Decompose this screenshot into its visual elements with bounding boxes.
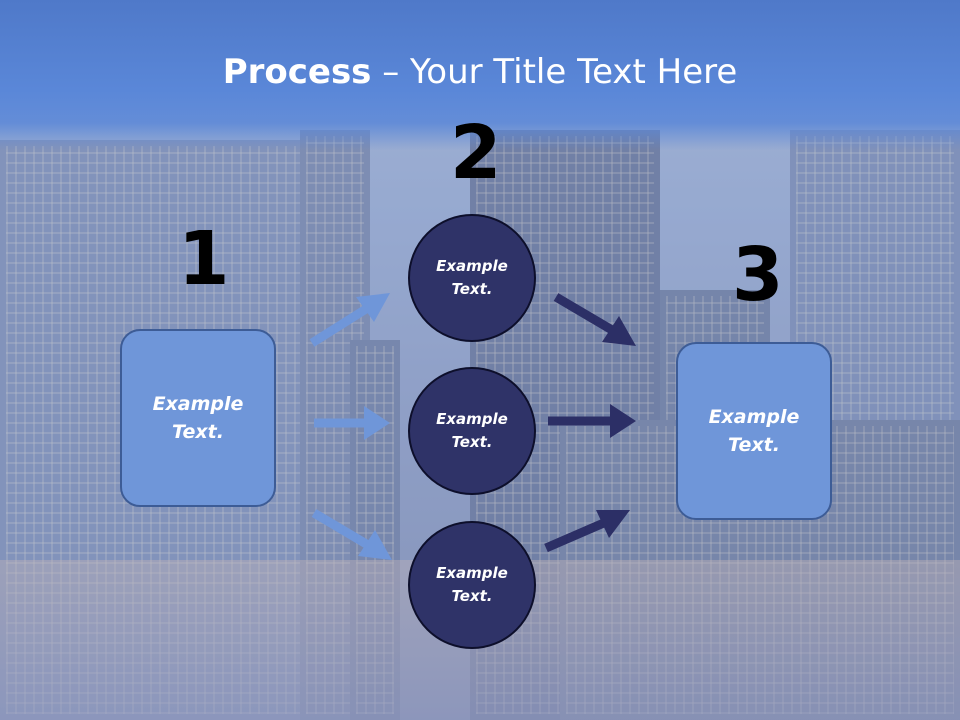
circle-label: Example Text. — [436, 563, 508, 605]
step-number-3[interactable]: 3 — [732, 232, 784, 318]
step-3-label: Example Text. — [708, 405, 800, 457]
arrow-left-to-top[interactable] — [309, 293, 390, 347]
step-1-label: Example Text. — [152, 392, 244, 444]
step-number-1[interactable]: 1 — [178, 216, 230, 302]
circle-label: Example Text. — [436, 256, 508, 298]
step-2-circle-bottom[interactable]: Example Text. — [408, 521, 536, 649]
step-3-box[interactable]: Example Text. — [676, 342, 832, 520]
title-band — [0, 0, 960, 150]
step-2-circle-middle[interactable]: Example Text. — [408, 367, 536, 495]
arrow-top-to-right[interactable] — [553, 293, 636, 346]
arrow-left-to-bottom[interactable] — [311, 509, 392, 560]
step-2-circle-top[interactable]: Example Text. — [408, 214, 536, 342]
step-1-box[interactable]: Example Text. — [120, 329, 276, 507]
arrow-middle-to-right[interactable] — [548, 404, 636, 438]
arrow-bottom-to-right[interactable] — [544, 510, 630, 553]
arrow-left-to-middle[interactable] — [314, 406, 390, 440]
title-rest: – Your Title Text Here — [371, 52, 738, 92]
step-number-2[interactable]: 2 — [450, 110, 502, 196]
title-bold: Process — [222, 52, 372, 92]
slide-title[interactable]: Process – Your Title Text Here — [0, 52, 960, 92]
circle-label: Example Text. — [436, 409, 508, 451]
